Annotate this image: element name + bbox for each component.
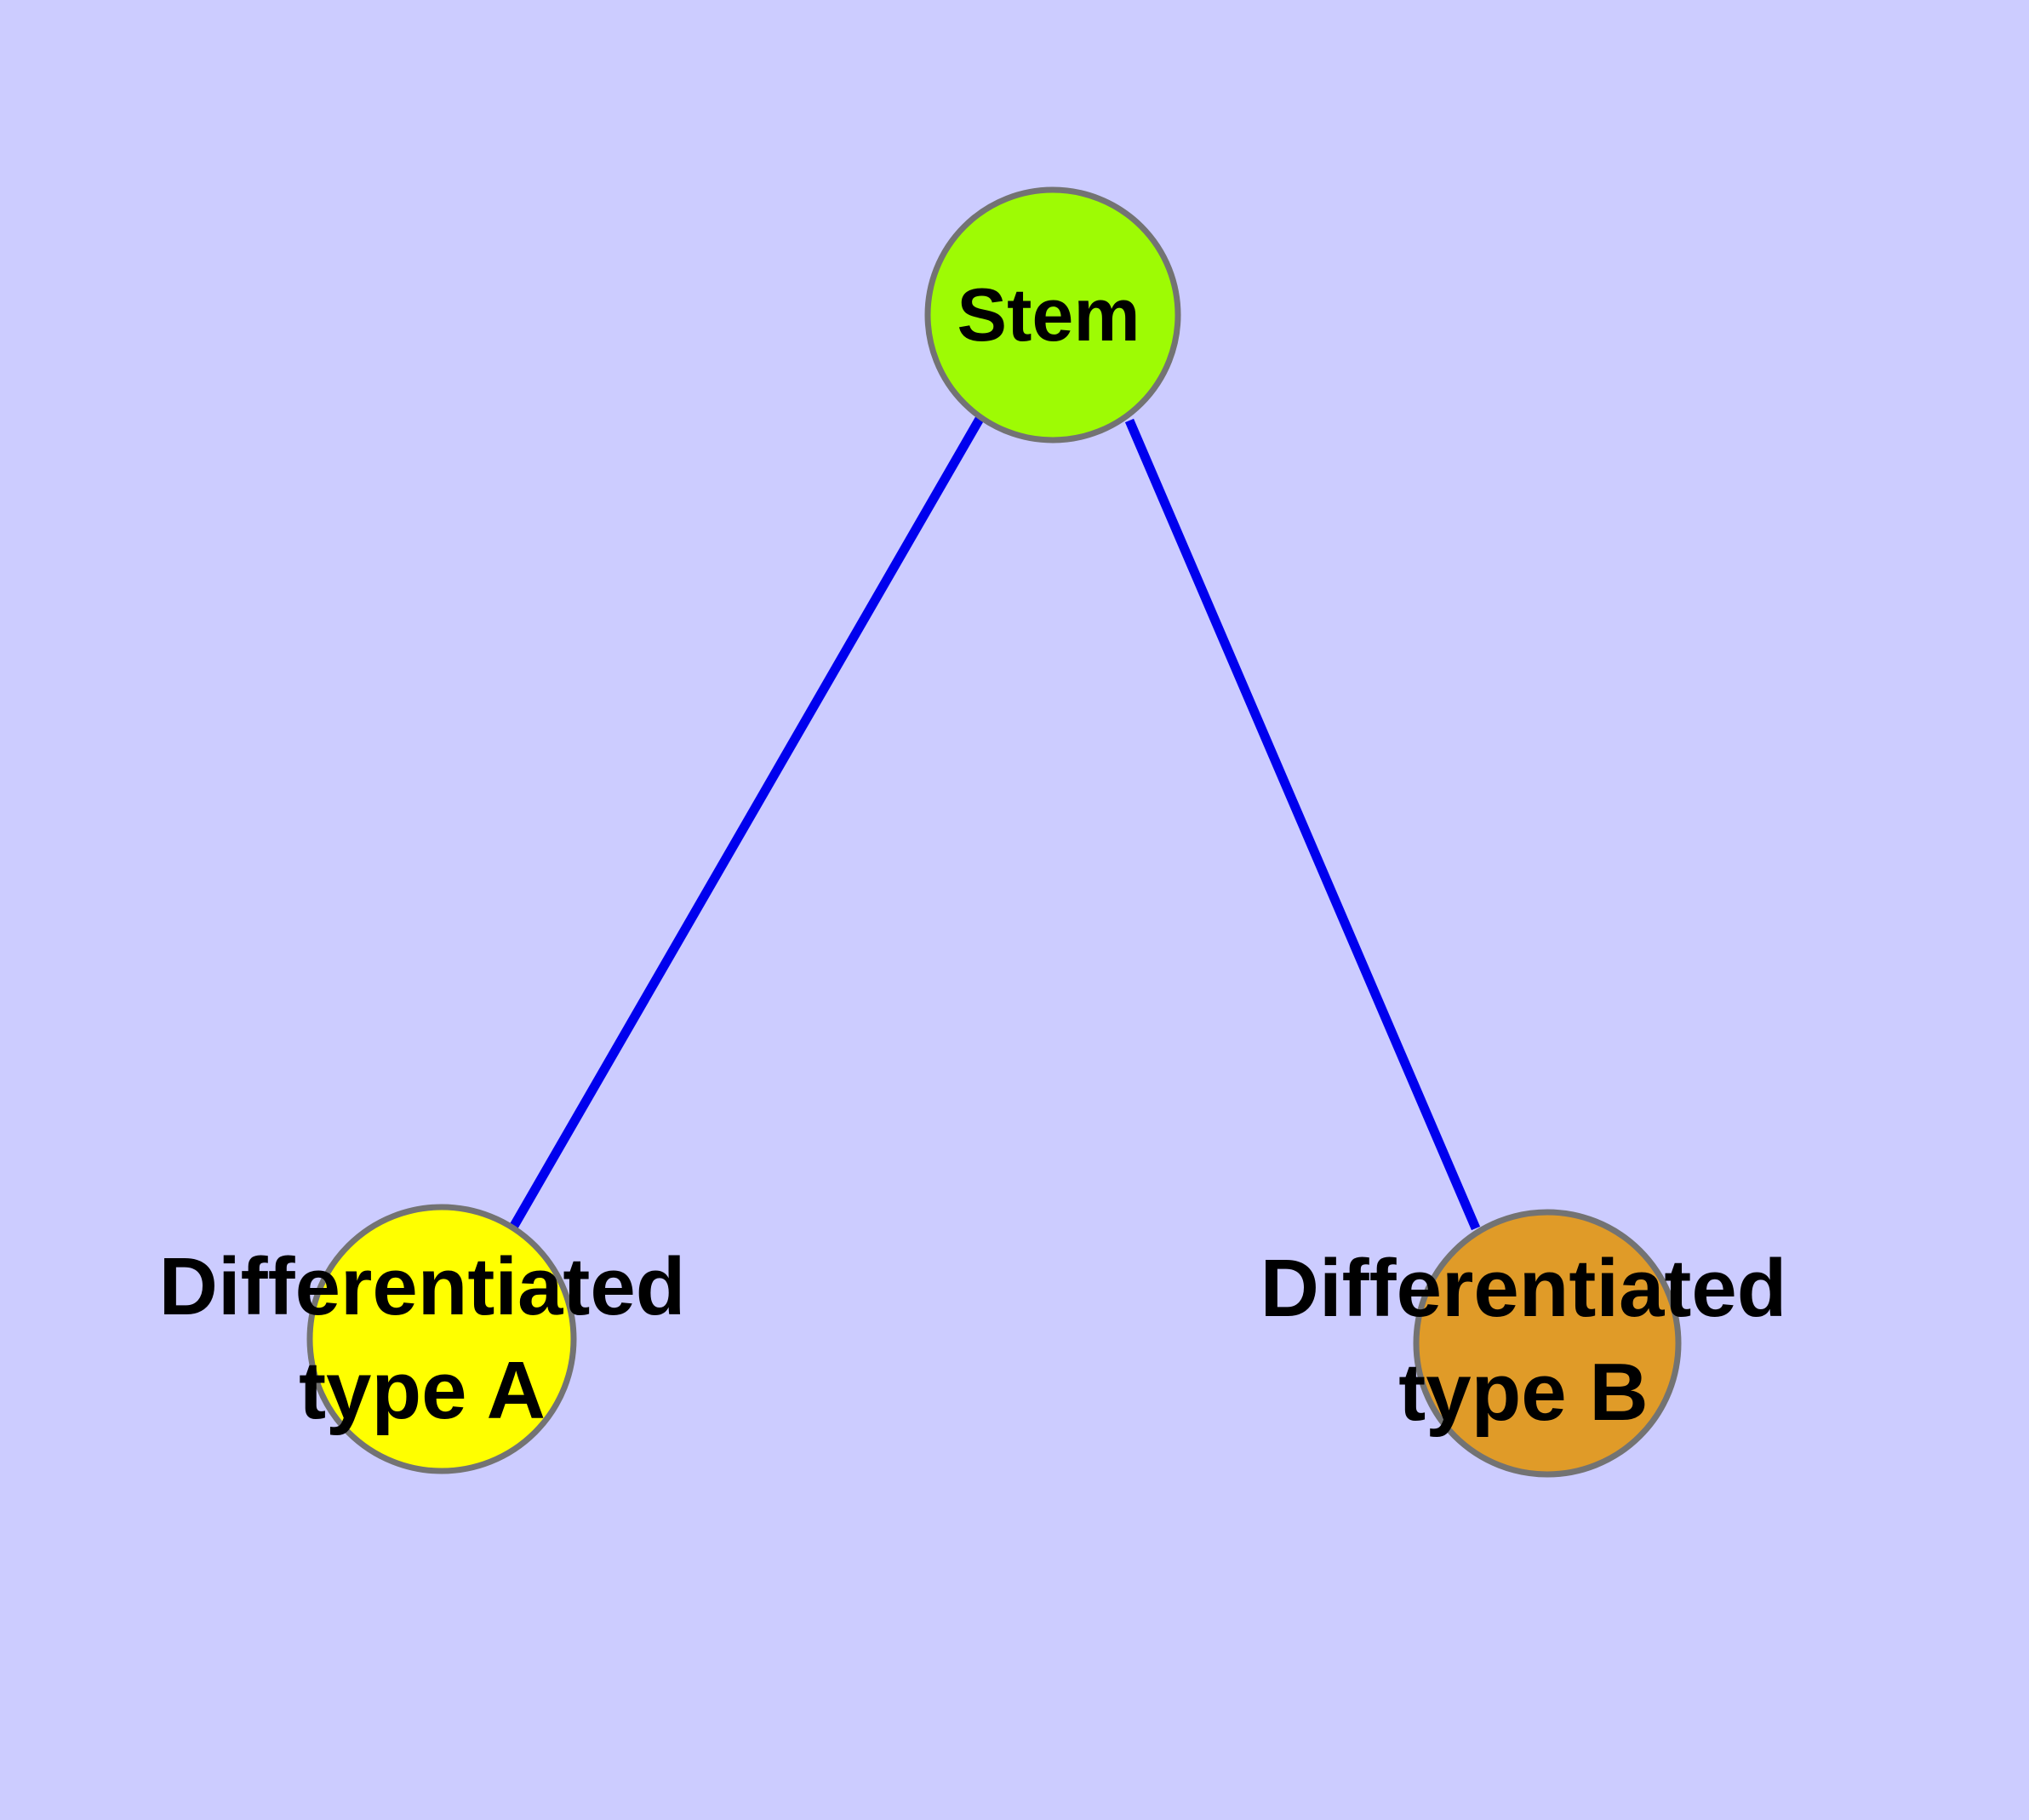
edge-stem-to-diff-a[interactable] xyxy=(510,416,984,1228)
node-label-stem: Stem xyxy=(957,272,1140,357)
nodes-layer xyxy=(306,186,1682,1478)
node-diff_b[interactable] xyxy=(1413,1209,1682,1478)
node-label-diff_a: Differentiated type A xyxy=(159,1241,686,1436)
node-label-line: Differentiated xyxy=(159,1241,686,1332)
node-stem[interactable] xyxy=(924,186,1181,444)
node-diff_a[interactable] xyxy=(306,1204,577,1474)
node-label-line: Differentiated xyxy=(1260,1243,1787,1334)
edges-layer xyxy=(510,416,1481,1231)
node-label-line: type A xyxy=(299,1345,546,1436)
node-label-line: Stem xyxy=(957,272,1140,357)
node-label-line: type B xyxy=(1398,1347,1648,1438)
edge-stem-to-diff-b[interactable] xyxy=(1124,418,1481,1231)
node-label-diff_b: Differentiated type B xyxy=(1260,1243,1787,1438)
